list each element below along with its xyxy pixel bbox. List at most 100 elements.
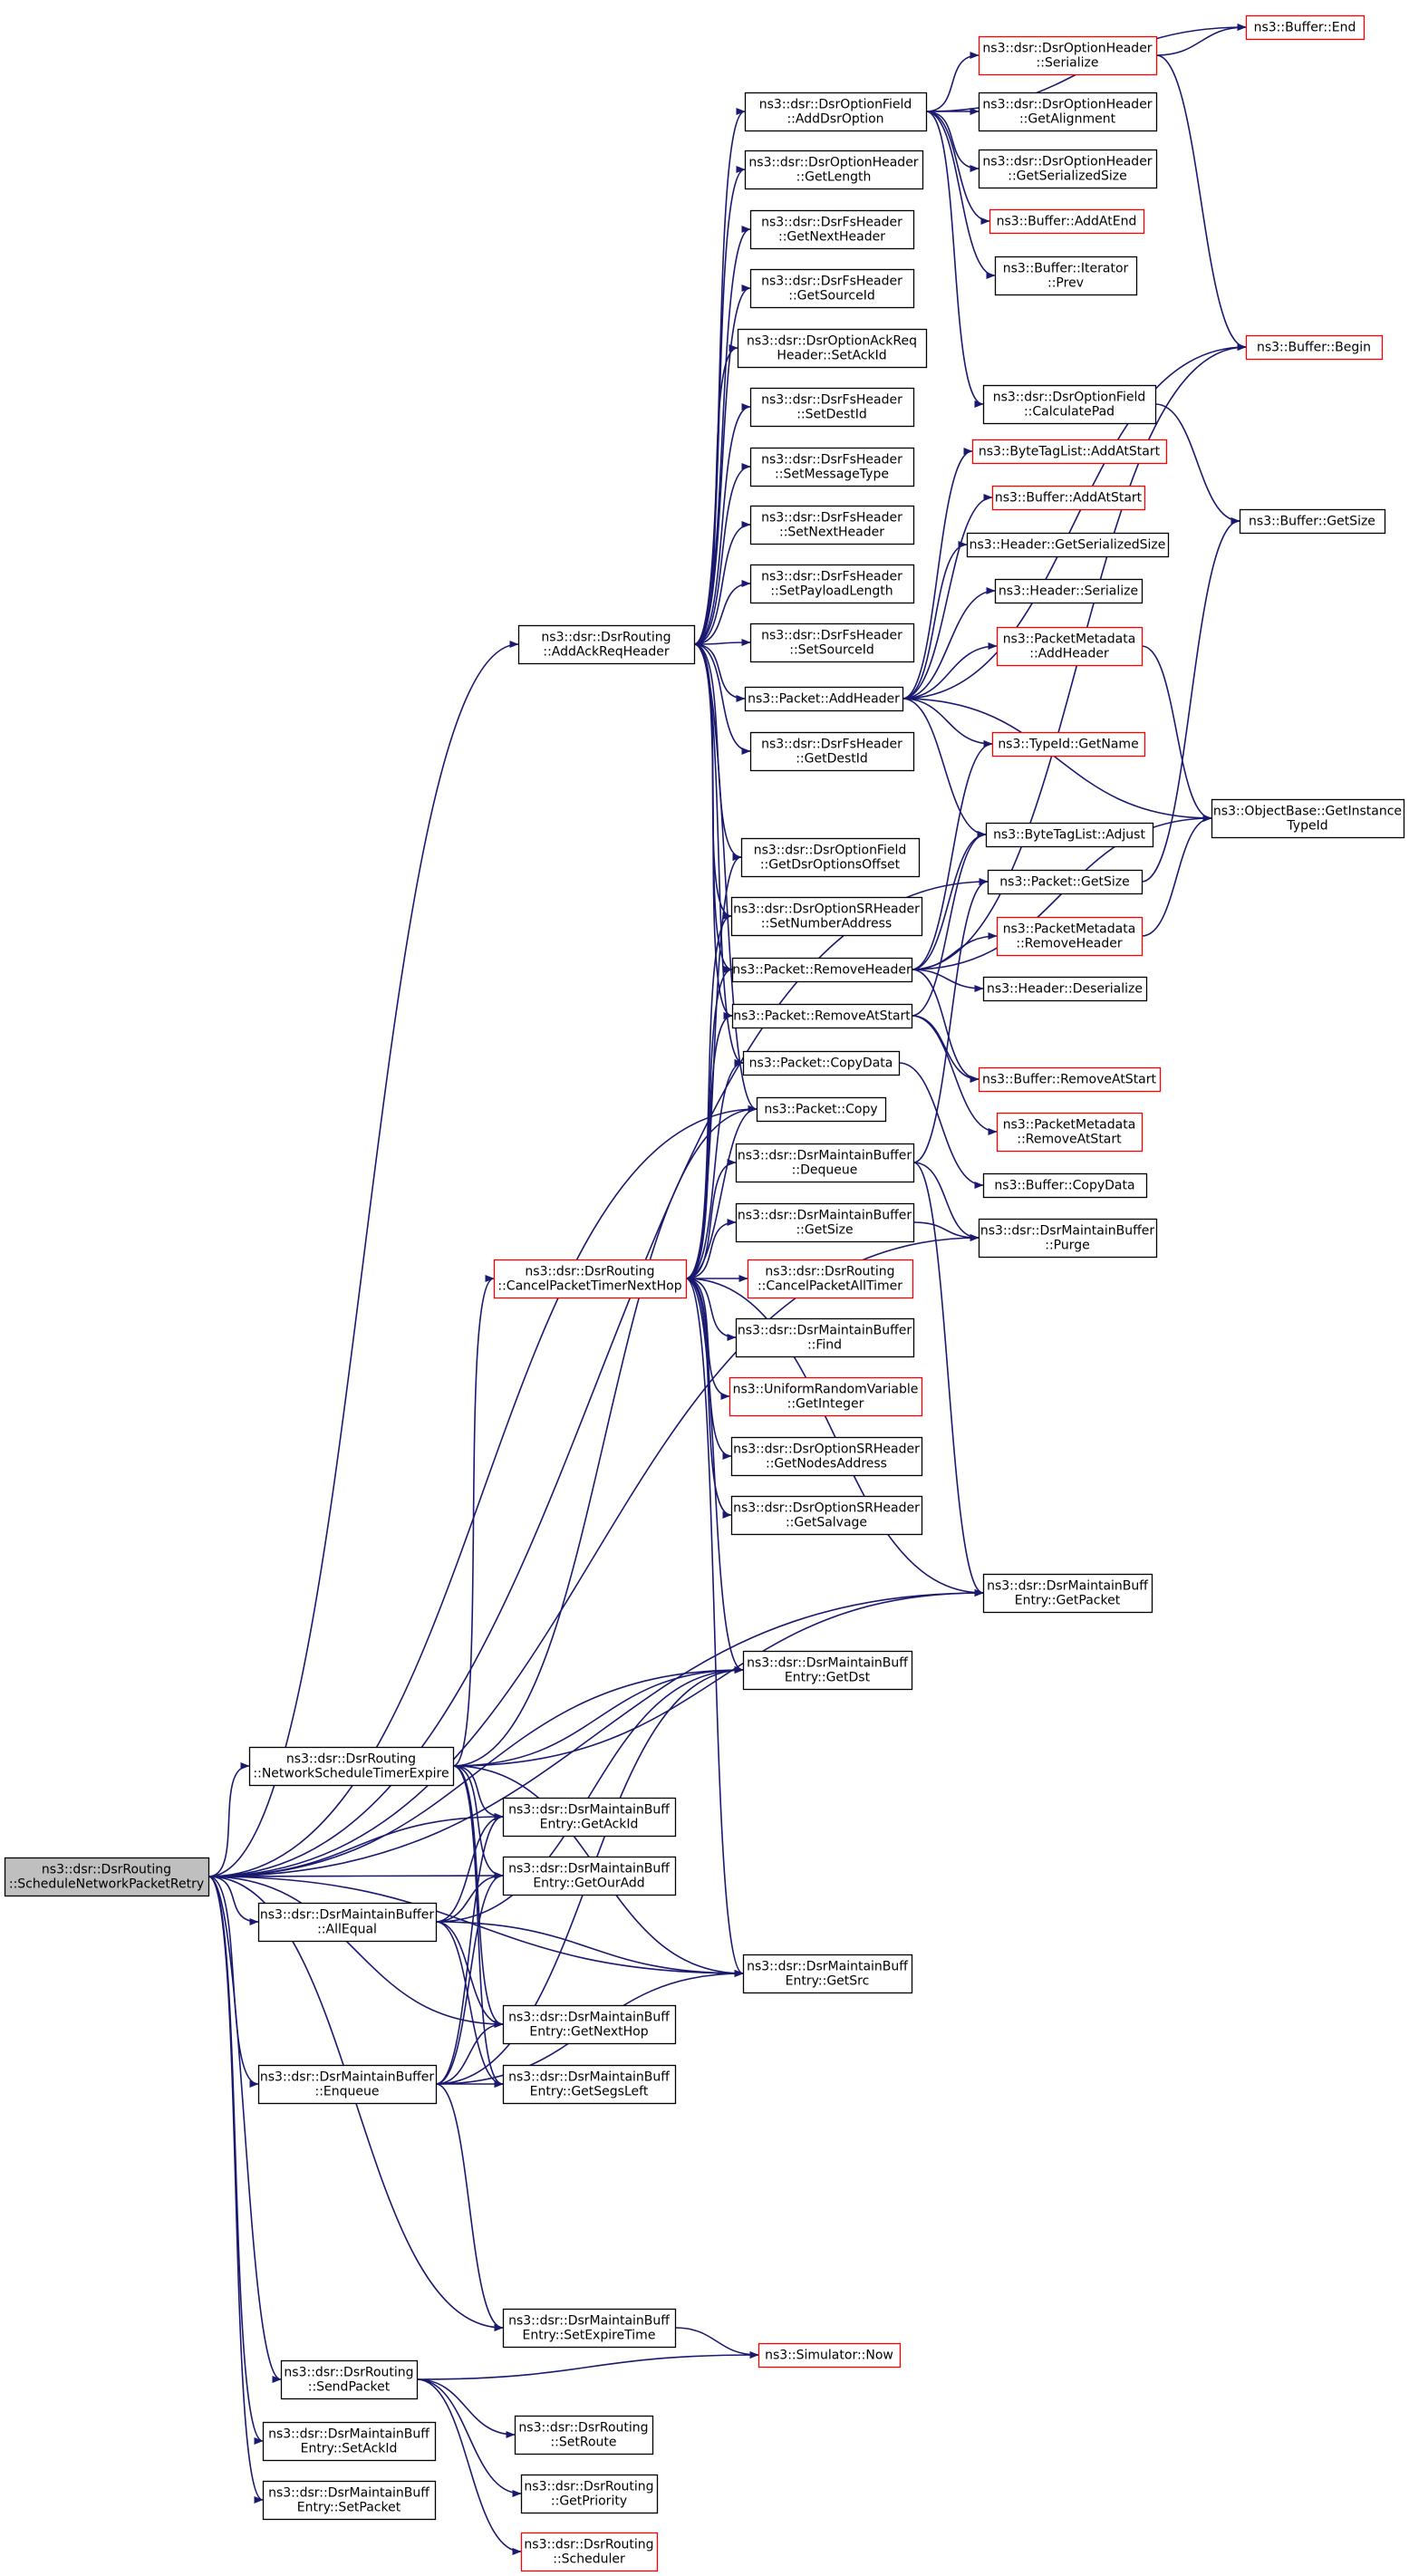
node-urv-get-integer[interactable]: ns3::UniformRandomVariable::GetInteger: [729, 1376, 923, 1417]
node-box[interactable]: [996, 1112, 1144, 1153]
node-opt-header-get-length[interactable]: ns3::dsr::DsrOptionHeader::GetLength: [744, 150, 924, 190]
node-box[interactable]: [744, 92, 928, 132]
node-scheduler[interactable]: ns3::dsr::DsrRouting::Scheduler: [520, 2532, 659, 2572]
node-box[interactable]: [731, 957, 913, 983]
node-sr-get-salvage[interactable]: ns3::dsr::DsrOptionSRHeader::GetSalvage: [730, 1495, 923, 1536]
node-box[interactable]: [493, 1259, 688, 1299]
node-box[interactable]: [742, 1954, 913, 1994]
node-fs-set-source-id[interactable]: ns3::dsr::DsrFsHeader::SetSourceId: [749, 622, 915, 663]
node-buffer-remove-at-start[interactable]: ns3::Buffer::RemoveAtStart: [978, 1066, 1162, 1093]
node-box[interactable]: [749, 622, 915, 663]
node-box[interactable]: [756, 1096, 887, 1123]
node-sr-set-number-address[interactable]: ns3::dsr::DsrOptionSRHeader::SetNumberAd…: [730, 896, 923, 937]
node-box[interactable]: [985, 822, 1154, 848]
node-mbe-get-segs-left[interactable]: ns3::dsr::DsrMaintainBuffEntry::GetSegsL…: [502, 2064, 677, 2105]
node-pm-remove-header[interactable]: ns3::PacketMetadata::RemoveHeader: [996, 916, 1144, 957]
node-mbe-get-packet[interactable]: ns3::dsr::DsrMaintainBuffEntry::GetPacke…: [982, 1573, 1153, 1614]
node-box[interactable]: [520, 2474, 659, 2514]
node-box[interactable]: [502, 1856, 677, 1896]
node-box[interactable]: [978, 1066, 1162, 1093]
node-box[interactable]: [982, 976, 1148, 1002]
node-box[interactable]: [744, 686, 904, 712]
node-mb-get-size[interactable]: ns3::dsr::DsrMaintainBuffer::GetSize: [735, 1202, 915, 1243]
node-box[interactable]: [731, 1003, 913, 1029]
node-buffer-begin[interactable]: ns3::Buffer::Begin: [1245, 334, 1384, 361]
node-box[interactable]: [749, 447, 915, 487]
node-packet-remove-header[interactable]: ns3::Packet::RemoveHeader: [731, 957, 913, 983]
node-ack-req-set-ack-id[interactable]: ns3::dsr::DsrOptionAckReqHeader::SetAckI…: [737, 328, 928, 369]
node-mb-enqueue[interactable]: ns3::dsr::DsrMaintainBuffer::Enqueue: [257, 2064, 438, 2105]
node-mb-all-equal[interactable]: ns3::dsr::DsrMaintainBuffer::AllEqual: [257, 1902, 438, 1943]
node-box[interactable]: [257, 1902, 438, 1943]
node-mbe-get-our-add[interactable]: ns3::dsr::DsrMaintainBuffEntry::GetOurAd…: [502, 1856, 677, 1896]
node-mbe-set-expire-time[interactable]: ns3::dsr::DsrMaintainBuffEntry::SetExpir…: [502, 2308, 677, 2349]
node-fs-set-next-header[interactable]: ns3::dsr::DsrFsHeader::SetNextHeader: [749, 505, 915, 545]
node-byte-tag-add-at-start[interactable]: ns3::ByteTagList::AddAtStart: [971, 439, 1168, 465]
node-buffer-end[interactable]: ns3::Buffer::End: [1245, 14, 1366, 41]
node-simulator-now[interactable]: ns3::Simulator::Now: [758, 2342, 902, 2369]
node-opt-header-get-serialized-size[interactable]: ns3::dsr::DsrOptionHeader::GetSerialized…: [978, 149, 1158, 189]
node-sr-get-nodes-address[interactable]: ns3::dsr::DsrOptionSRHeader::GetNodesAdd…: [730, 1436, 923, 1477]
node-box[interactable]: [994, 256, 1138, 296]
node-mb-find[interactable]: ns3::dsr::DsrMaintainBuffer::Find: [735, 1317, 915, 1358]
node-box[interactable]: [735, 1317, 915, 1358]
node-box[interactable]: [749, 564, 915, 604]
node-box[interactable]: [758, 2342, 902, 2369]
node-box[interactable]: [502, 2004, 677, 2045]
node-box[interactable]: [747, 1259, 914, 1299]
node-buffer-copy-data[interactable]: ns3::Buffer::CopyData: [982, 1172, 1148, 1199]
node-box[interactable]: [996, 916, 1144, 957]
node-box[interactable]: [740, 837, 921, 878]
node-box[interactable]: [1245, 14, 1366, 41]
node-box[interactable]: [749, 731, 915, 772]
node-pm-remove-at-start[interactable]: ns3::PacketMetadata::RemoveAtStart: [996, 1112, 1144, 1153]
node-box[interactable]: [978, 35, 1158, 76]
node-cancel-packet-all-timer[interactable]: ns3::dsr::DsrRouting::CancelPacketAllTim…: [747, 1259, 914, 1299]
node-box[interactable]: [735, 1143, 915, 1183]
node-pm-add-header[interactable]: ns3::PacketMetadata::AddHeader: [996, 626, 1144, 667]
node-get-priority[interactable]: ns3::dsr::DsrRouting::GetPriority: [520, 2474, 659, 2514]
node-box[interactable]: [994, 578, 1144, 604]
node-root[interactable]: ns3::dsr::DsrRouting::ScheduleNetworkPac…: [4, 1857, 210, 1897]
node-box[interactable]: [749, 209, 915, 250]
node-fs-set-payload-length[interactable]: ns3::dsr::DsrFsHeader::SetPayloadLength: [749, 564, 915, 604]
node-packet-copy[interactable]: ns3::Packet::Copy: [756, 1096, 887, 1123]
node-header-deserialize[interactable]: ns3::Header::Deserialize: [982, 976, 1148, 1002]
node-box[interactable]: [991, 485, 1146, 511]
node-box[interactable]: [1245, 334, 1384, 361]
node-box[interactable]: [749, 505, 915, 545]
node-mb-purge[interactable]: ns3::dsr::DsrMaintainBuffer::Purge: [978, 1218, 1158, 1259]
node-box[interactable]: [1211, 798, 1405, 839]
node-box[interactable]: [4, 1857, 210, 1897]
node-box[interactable]: [502, 2308, 677, 2349]
node-box[interactable]: [989, 208, 1145, 235]
node-box[interactable]: [248, 1746, 455, 1787]
node-box[interactable]: [982, 1573, 1153, 1614]
node-box[interactable]: [262, 2421, 437, 2462]
node-box[interactable]: [729, 1376, 923, 1417]
node-box[interactable]: [742, 1650, 913, 1691]
node-opt-header-get-alignment[interactable]: ns3::dsr::DsrOptionHeader::GetAlignment: [978, 92, 1158, 132]
node-box[interactable]: [737, 328, 928, 369]
node-header-get-serialized-size[interactable]: ns3::Header::GetSerializedSize: [966, 532, 1170, 558]
node-box[interactable]: [978, 92, 1158, 132]
node-add-ack-req-header[interactable]: ns3::dsr::DsrRouting::AddAckReqHeader: [517, 624, 696, 665]
node-box[interactable]: [1239, 508, 1386, 535]
node-buffer-add-at-end[interactable]: ns3::Buffer::AddAtEnd: [989, 208, 1145, 235]
node-box[interactable]: [987, 869, 1144, 895]
node-box[interactable]: [749, 268, 915, 309]
node-box[interactable]: [730, 896, 923, 937]
node-type-id-get-name[interactable]: ns3::TypeId::GetName: [991, 731, 1146, 757]
node-add-dsr-option[interactable]: ns3::dsr::DsrOptionField::AddDsrOption: [744, 92, 928, 132]
node-box[interactable]: [982, 384, 1157, 425]
node-byte-tag-adjust[interactable]: ns3::ByteTagList::Adjust: [985, 822, 1154, 848]
node-box[interactable]: [744, 150, 924, 190]
node-fs-set-dest-id[interactable]: ns3::dsr::DsrFsHeader::SetDestId: [749, 387, 915, 428]
node-mbe-get-next-hop[interactable]: ns3::dsr::DsrMaintainBuffEntry::GetNextH…: [502, 2004, 677, 2045]
node-packet-remove-at-start[interactable]: ns3::Packet::RemoveAtStart: [731, 1003, 913, 1029]
node-box[interactable]: [517, 624, 696, 665]
